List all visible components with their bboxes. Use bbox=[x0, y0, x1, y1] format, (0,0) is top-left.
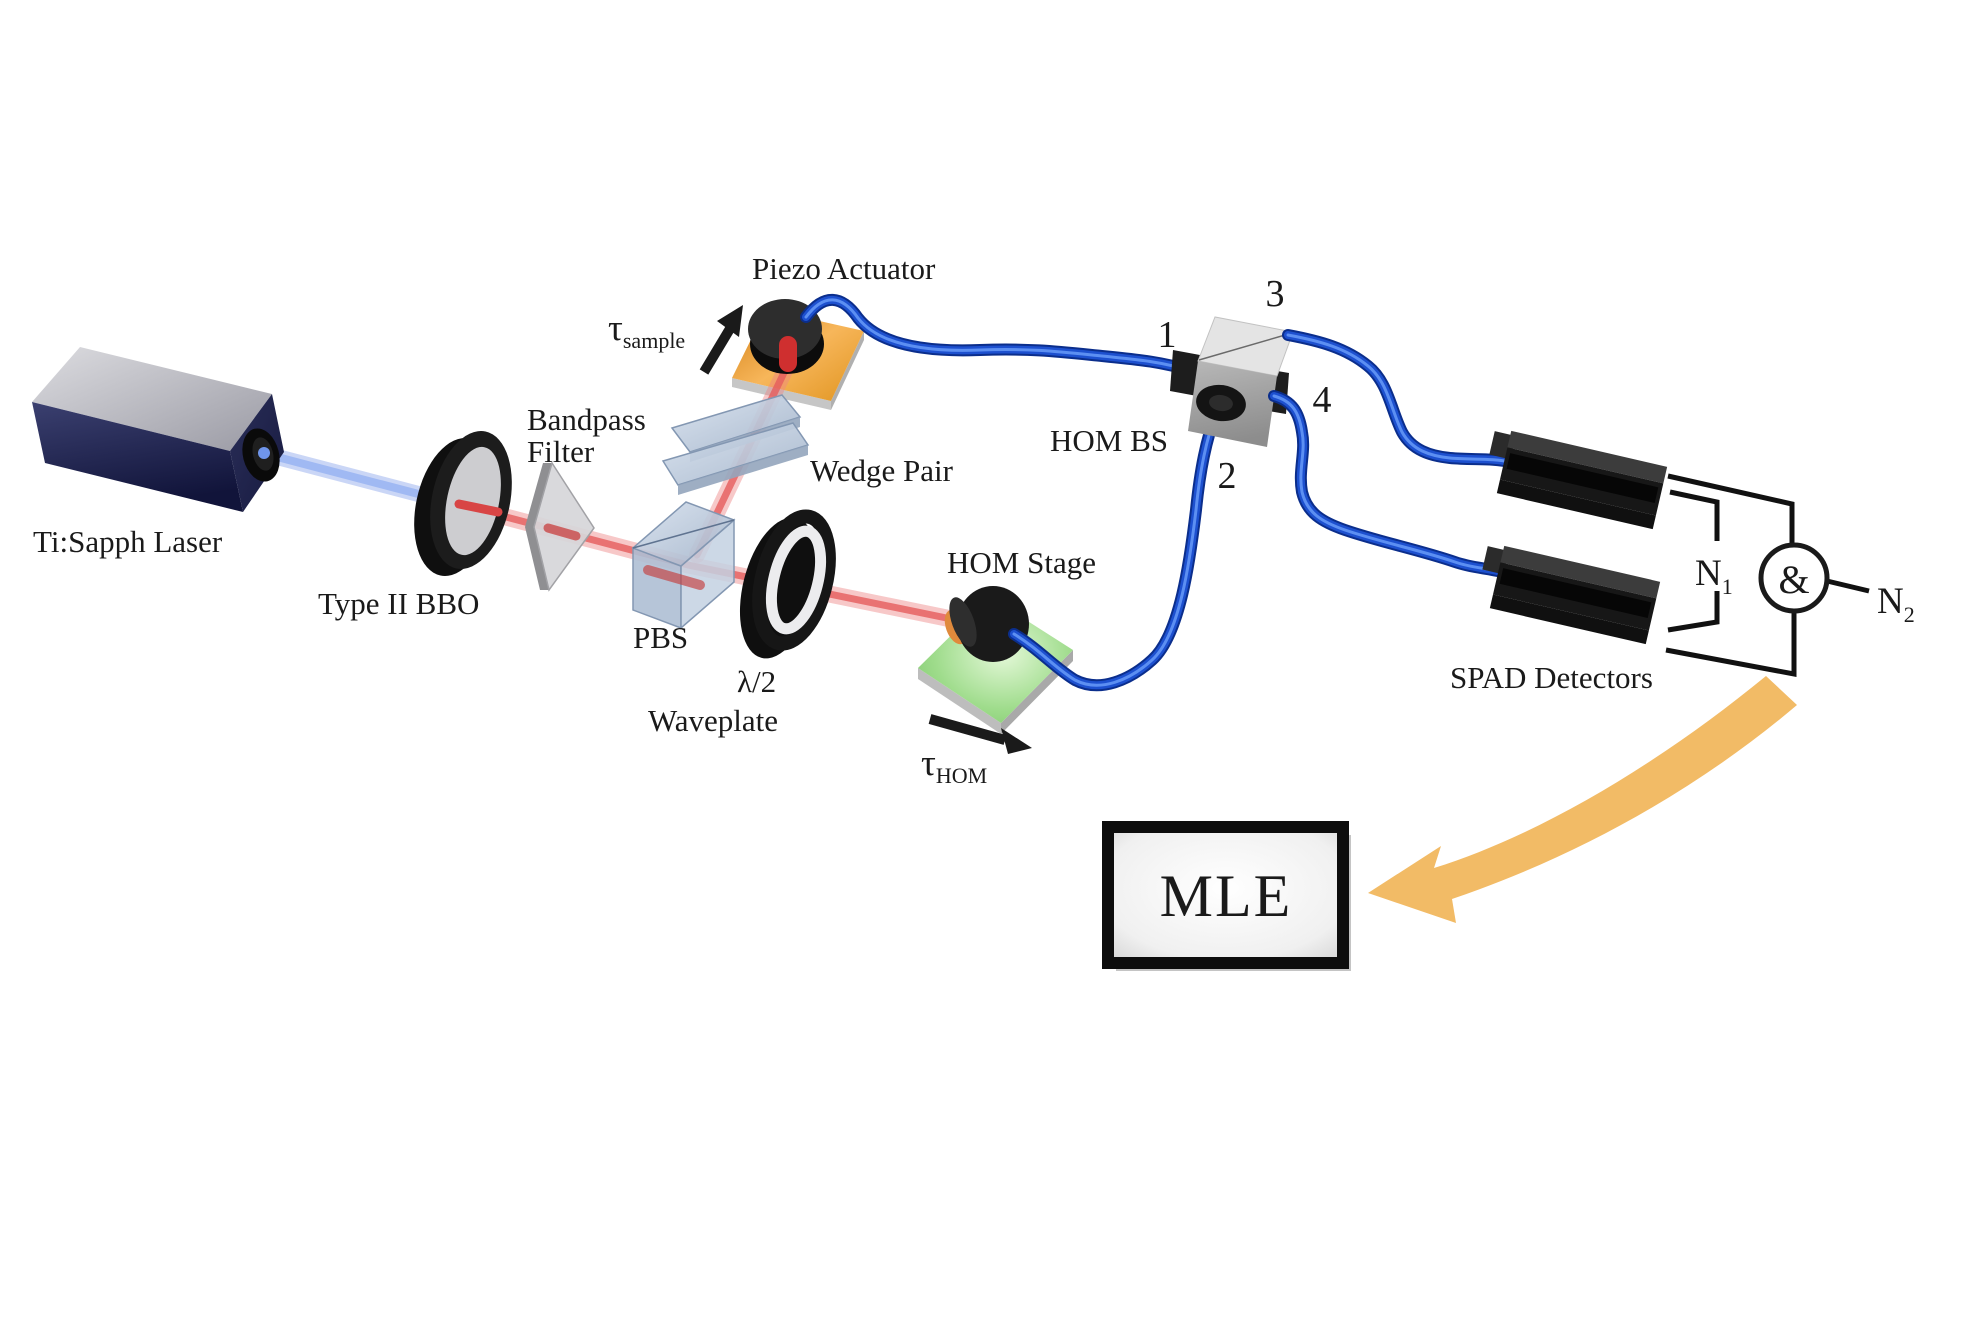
spad2-slot bbox=[1499, 568, 1652, 618]
wedge-bottom-side bbox=[678, 445, 808, 495]
and-gate-symbol: & bbox=[1778, 557, 1809, 602]
pbs-internal-beam bbox=[643, 565, 705, 590]
spad1-base bbox=[1496, 479, 1656, 530]
hom-coupler bbox=[944, 586, 1029, 662]
ti-sapph-laser bbox=[32, 347, 284, 512]
piezo-plate-edge-right bbox=[831, 331, 864, 410]
spad2-base bbox=[1489, 594, 1649, 645]
label-pbs: PBS bbox=[633, 620, 688, 655]
label-n2: N2 bbox=[1877, 581, 1915, 627]
label-piezo: Piezo Actuator bbox=[752, 251, 936, 286]
label-waveplate-line1: λ/2 bbox=[737, 664, 776, 699]
label-hom-bs: HOM BS bbox=[1050, 423, 1168, 458]
bs-port1-connector bbox=[1170, 350, 1200, 396]
coincidence-circuit: & bbox=[1665, 473, 1870, 678]
tau-hom-arrow bbox=[928, 714, 1032, 754]
bbo-internal-beam bbox=[454, 499, 503, 517]
mle-frame bbox=[1102, 821, 1349, 969]
fiber-port1 bbox=[800, 293, 1198, 377]
label-laser: Ti:Sapph Laser bbox=[33, 524, 223, 559]
laser-top-face bbox=[32, 347, 272, 451]
label-hom-stage: HOM Stage bbox=[947, 545, 1096, 580]
wire-d2-inner bbox=[1667, 591, 1720, 633]
bbo-crystal bbox=[445, 446, 501, 556]
hom-bs-cube bbox=[1170, 316, 1294, 447]
port-label-1: 1 bbox=[1158, 314, 1177, 356]
label-tau-sample: τsample bbox=[608, 308, 685, 353]
mle-arrow bbox=[1368, 676, 1797, 923]
and-gate bbox=[1758, 542, 1830, 614]
mle-box: MLE bbox=[1102, 821, 1351, 971]
port-label-2: 2 bbox=[1218, 455, 1237, 497]
spad1-slot bbox=[1506, 453, 1659, 503]
bandpass-filter bbox=[525, 461, 595, 592]
wire-d1-outer bbox=[1667, 473, 1795, 543]
fiber-port2 bbox=[1008, 404, 1223, 692]
label-bandpass-line1: Bandpass bbox=[527, 402, 646, 437]
label-n1: N1 bbox=[1695, 553, 1733, 599]
wire-d2-outer bbox=[1665, 613, 1797, 678]
fiber-port3 bbox=[1282, 329, 1516, 468]
bs-diagonal bbox=[1198, 332, 1293, 361]
piezo-beam-spot bbox=[779, 336, 797, 372]
laser-front-face bbox=[32, 402, 243, 512]
stage-plate-edge bbox=[918, 668, 1001, 734]
spad2-top bbox=[1500, 545, 1661, 599]
pbs-diagonal bbox=[632, 519, 735, 549]
filter-internal-beam bbox=[543, 523, 581, 541]
wire-output bbox=[1826, 578, 1870, 594]
label-tau-hom: τHOM bbox=[921, 743, 987, 788]
mle-label: MLE bbox=[1160, 863, 1293, 929]
coupler-face bbox=[949, 597, 977, 647]
label-bandpass-line2: Filter bbox=[527, 434, 595, 469]
spad-detector-2 bbox=[1482, 545, 1661, 645]
waveplate-ring-outer bbox=[752, 509, 836, 651]
fiber-port4 bbox=[1268, 390, 1508, 578]
waveplate-ring-silver bbox=[765, 525, 827, 635]
bs-port2-inner bbox=[1209, 394, 1233, 412]
wire-d1-inner bbox=[1669, 489, 1720, 541]
spad1-top bbox=[1507, 430, 1668, 484]
laser-emission-point bbox=[258, 447, 270, 459]
port-label-3: 3 bbox=[1266, 273, 1285, 315]
label-waveplate-line2: Waveplate bbox=[648, 703, 778, 738]
filter-edge bbox=[525, 463, 552, 590]
wedge-pair bbox=[661, 394, 810, 495]
label-spad: SPAD Detectors bbox=[1450, 660, 1653, 695]
spad-detector-1 bbox=[1489, 430, 1668, 530]
label-bbo: Type II BBO bbox=[318, 586, 479, 621]
filter-glass bbox=[533, 461, 595, 592]
half-wave-plate bbox=[739, 509, 836, 659]
piezo-plate-edge bbox=[732, 378, 831, 410]
pbs-cube bbox=[631, 501, 736, 630]
type-ii-bbo bbox=[414, 431, 512, 576]
label-wedge-pair: Wedge Pair bbox=[810, 453, 954, 488]
tau-sample-arrow bbox=[699, 305, 743, 375]
port-label-4: 4 bbox=[1313, 379, 1332, 421]
